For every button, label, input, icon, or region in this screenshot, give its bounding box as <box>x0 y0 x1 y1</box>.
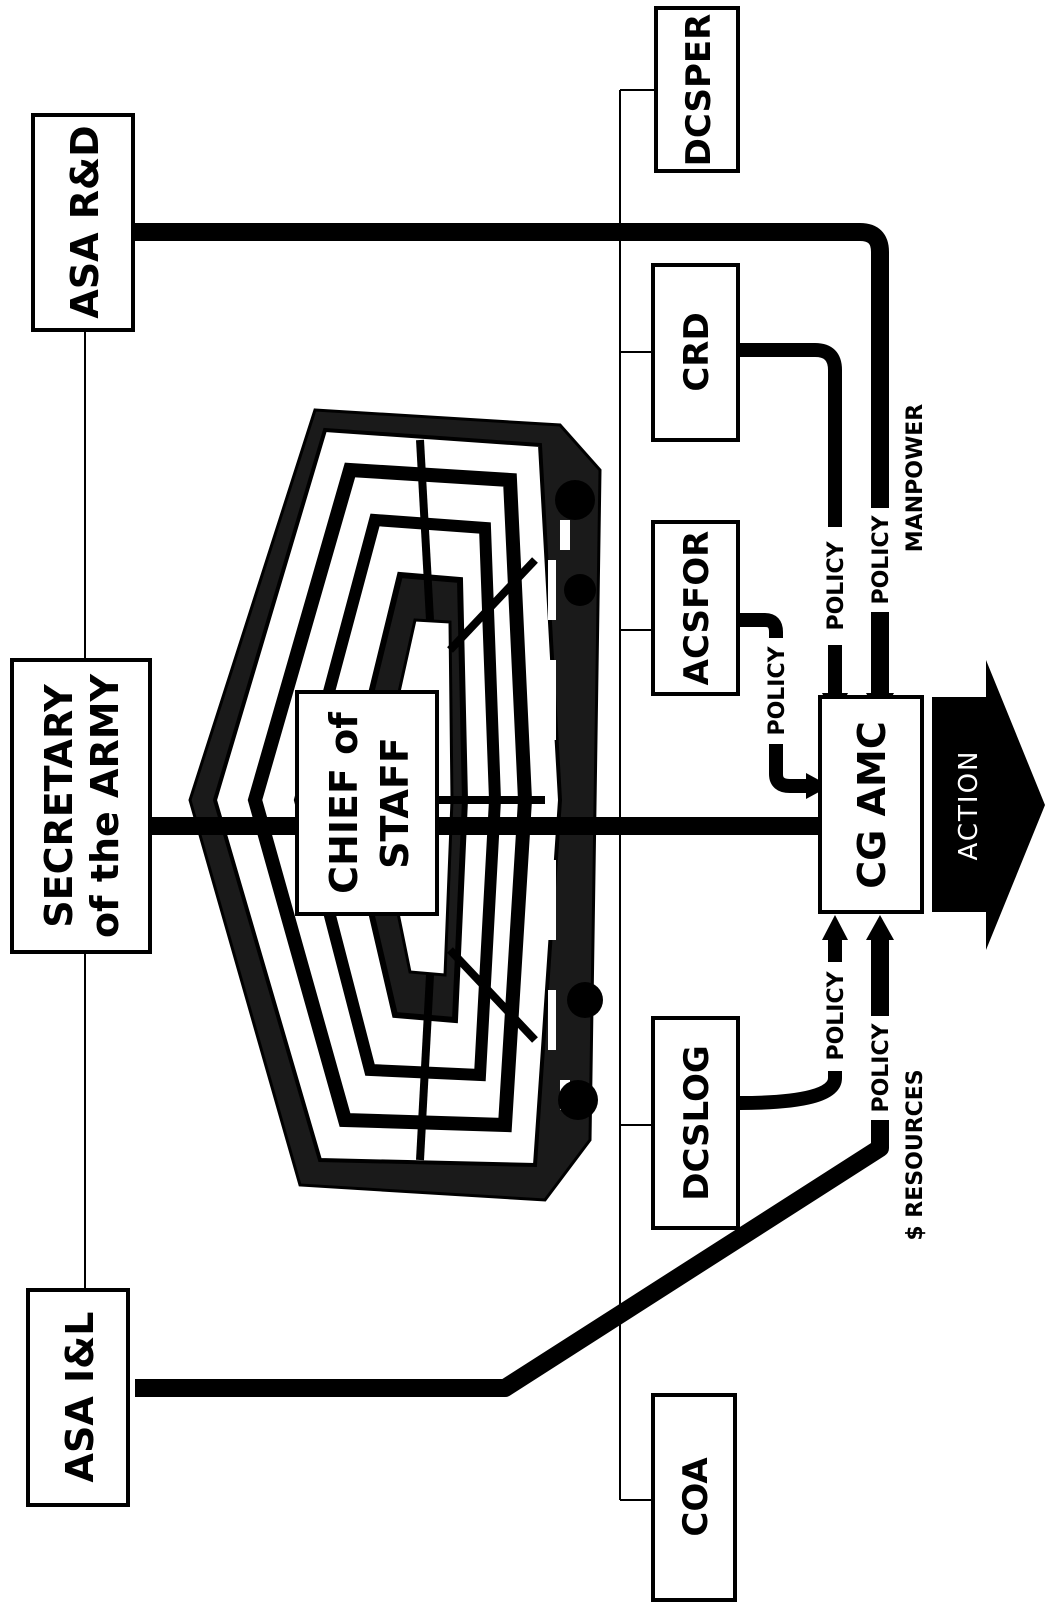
cg-amc-label: CG AMC <box>850 721 894 888</box>
secretary-label-line2: of the ARMY <box>83 673 127 938</box>
crd-box: CRD <box>651 263 740 442</box>
crd-policy-line <box>740 343 848 718</box>
dcslog-policy-line <box>739 915 848 1110</box>
policy-label-acsfor: POLICY <box>765 645 790 735</box>
acsfor-label: ACSFOR <box>677 531 717 686</box>
asa-il-box: ASA I&L <box>26 1288 130 1507</box>
policy-label-dcslog: POLICY <box>824 970 849 1060</box>
secretary-label-line1: SECRETARY <box>37 684 81 928</box>
asa-rd-label: ASA R&D <box>63 125 107 318</box>
coa-box: COA <box>651 1393 737 1602</box>
dcsper-label: DCSPER <box>679 14 719 167</box>
asa-rd-box: ASA R&D <box>31 113 135 332</box>
policy-label-rd: POLICY <box>869 514 894 604</box>
chief-label-line2: STAFF <box>373 737 417 869</box>
secretary-of-the-army-box: SECRETARY of the ARMY <box>10 658 152 954</box>
chief-of-staff-box: CHIEF of STAFF <box>295 690 439 916</box>
il-resources-line <box>135 915 894 1397</box>
coa-label: COA <box>676 1457 716 1537</box>
policy-label-il: POLICY <box>869 1022 894 1112</box>
resources-label: $ RESOURCES <box>903 1069 928 1240</box>
action-label: ACTION <box>954 750 984 861</box>
dcslog-box: DCSLOG <box>651 1016 740 1230</box>
dcslog-label: DCSLOG <box>677 1045 717 1201</box>
dcsper-box: DCSPER <box>654 6 740 173</box>
manpower-label: MANPOWER <box>903 404 928 552</box>
acsfor-box: ACSFOR <box>651 520 740 696</box>
cg-amc-box: CG AMC <box>818 695 924 914</box>
action-arrow: ACTION <box>932 660 1045 950</box>
chief-label-line1: CHIEF of <box>322 712 366 894</box>
crd-label: CRD <box>677 312 717 391</box>
staff-connector <box>619 89 660 1501</box>
policy-label-crd: POLICY <box>824 540 849 630</box>
asa-il-label: ASA I&L <box>58 1312 102 1483</box>
